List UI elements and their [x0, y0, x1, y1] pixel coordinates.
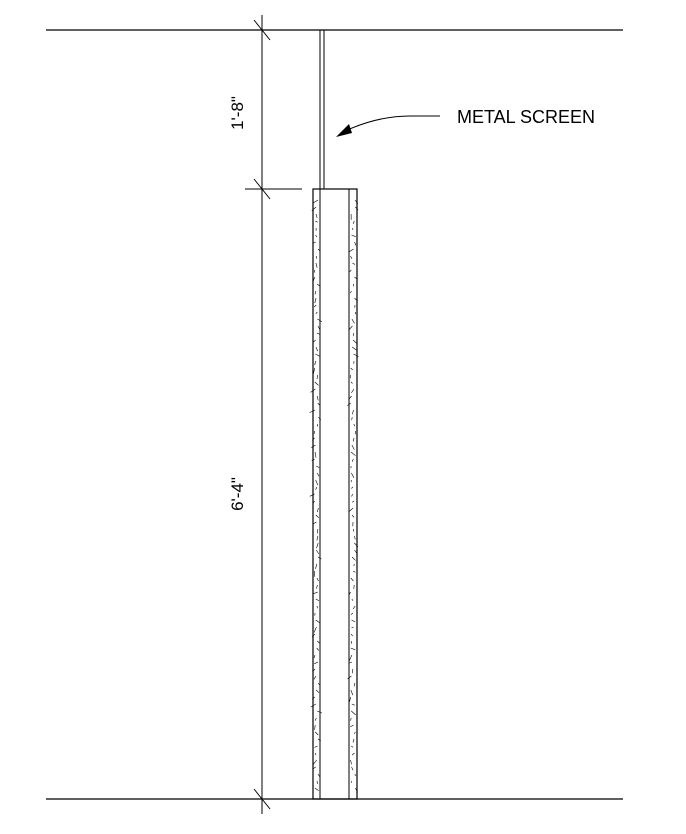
dimension-tick-bottom [253, 788, 271, 810]
wall [309, 188, 359, 800]
note-leader-arrowhead [336, 124, 352, 137]
note-leader-line [342, 115, 440, 133]
dimension-text-upper: 1'-8" [228, 96, 247, 130]
wall-hatch-left [309, 199, 323, 791]
metal-screen [319, 30, 325, 189]
note-metal-screen: METAL SCREEN [457, 107, 595, 127]
dimension-tick-middle [253, 178, 271, 200]
dimension-text-lower: 6'-4" [228, 477, 247, 511]
dimension-tick-top [253, 19, 271, 41]
wall-hatch-right [347, 199, 359, 793]
